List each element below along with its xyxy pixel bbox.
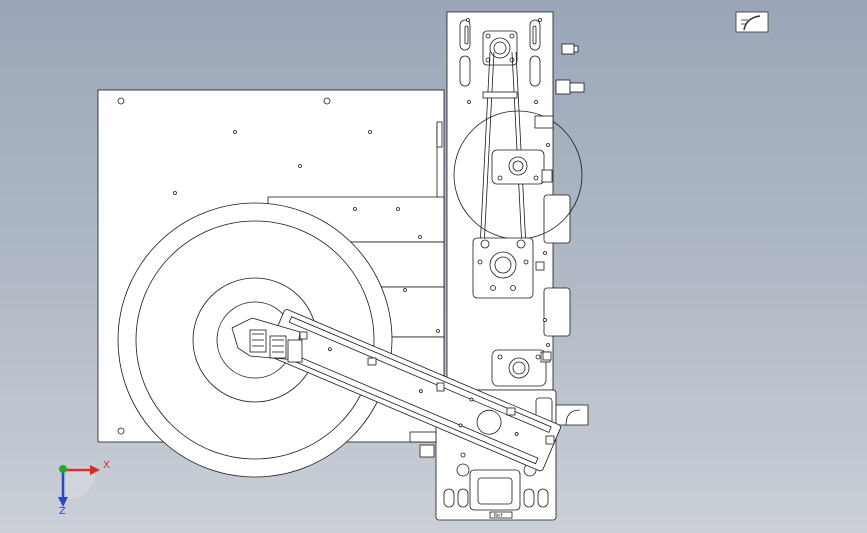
footer-tag: Ref bbox=[494, 513, 503, 519]
middle-pulley bbox=[472, 237, 545, 299]
x-axis-label: X bbox=[103, 460, 110, 471]
swing-arm bbox=[266, 309, 561, 472]
coordinate-triad: X Z bbox=[58, 460, 110, 517]
vertical-column bbox=[446, 11, 571, 391]
lower-bearing bbox=[491, 349, 551, 387]
gripper bbox=[231, 317, 303, 363]
tensioner-assembly bbox=[453, 110, 583, 240]
view-orientation-icon[interactable] bbox=[735, 11, 769, 33]
arm-markers bbox=[299, 331, 555, 445]
z-axis-label: Z bbox=[59, 506, 66, 517]
curved-guide bbox=[555, 404, 589, 426]
cable-connectors bbox=[534, 43, 585, 129]
top-pulley bbox=[482, 30, 518, 66]
